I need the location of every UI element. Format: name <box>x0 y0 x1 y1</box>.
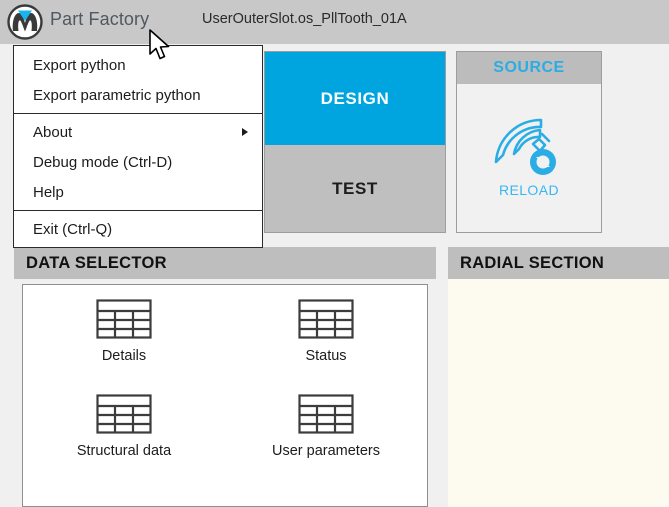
radial-section-body <box>448 279 669 507</box>
data-item-structural-data[interactable]: Structural data <box>23 388 225 483</box>
data-item-label: Structural data <box>76 443 172 459</box>
table-icon <box>96 299 152 339</box>
menu-item-exit[interactable]: Exit (Ctrl-Q) <box>14 214 262 244</box>
data-item-label: Status <box>305 348 347 364</box>
reload-button[interactable]: RELOAD <box>457 84 601 232</box>
tab-design-label: DESIGN <box>320 88 390 108</box>
application-menu: Export python Export parametric python A… <box>13 45 263 248</box>
data-item-details[interactable]: Details <box>23 293 225 388</box>
table-icon <box>298 394 354 434</box>
menu-item-about[interactable]: About <box>14 117 262 147</box>
data-item-label: Details <box>101 348 147 364</box>
tab-test-label: TEST <box>332 178 378 198</box>
tab-design[interactable]: DESIGN <box>265 52 445 145</box>
tab-test[interactable]: TEST <box>265 145 445 232</box>
menu-item-label: Export python <box>33 56 126 74</box>
data-selector-grid: Details Status <box>23 285 427 483</box>
data-selector-body: Details Status <box>22 284 428 507</box>
source-panel-header: SOURCE <box>457 52 601 84</box>
document-title: UserOuterSlot.os_PllTooth_01A <box>202 11 407 27</box>
data-item-status[interactable]: Status <box>225 293 427 388</box>
menu-item-label: About <box>33 123 73 141</box>
source-panel: SOURCE RELOAD <box>456 51 602 233</box>
menu-separator <box>14 210 262 211</box>
data-item-label: User parameters <box>272 443 380 459</box>
data-selector-panel: DATA SELECTOR Detail <box>14 247 436 507</box>
reload-gear-icon <box>492 118 566 180</box>
menu-item-label: Help <box>33 183 64 201</box>
reload-label: RELOAD <box>499 182 559 198</box>
data-selector-header: DATA SELECTOR <box>14 247 436 279</box>
menu-item-label: Export parametric python <box>33 86 201 104</box>
part-factory-logo-icon[interactable] <box>7 4 43 40</box>
title-bar: Part Factory UserOuterSlot.os_PllTooth_0… <box>0 0 669 44</box>
menu-separator <box>14 113 262 114</box>
menu-item-export-parametric-python[interactable]: Export parametric python <box>14 80 262 110</box>
menu-item-debug-mode[interactable]: Debug mode (Ctrl-D) <box>14 147 262 177</box>
table-icon <box>96 394 152 434</box>
menu-item-help[interactable]: Help <box>14 177 262 207</box>
app-title: Part Factory <box>50 9 150 29</box>
chevron-right-icon <box>242 128 248 136</box>
radial-section-header: RADIAL SECTION <box>448 247 669 279</box>
menu-item-label: Debug mode (Ctrl-D) <box>33 153 173 171</box>
table-icon <box>298 299 354 339</box>
menu-item-export-python[interactable]: Export python <box>14 50 262 80</box>
radial-section-panel: RADIAL SECTION <box>448 247 669 507</box>
data-item-user-parameters[interactable]: User parameters <box>225 388 427 483</box>
menu-item-label: Exit (Ctrl-Q) <box>33 220 113 238</box>
